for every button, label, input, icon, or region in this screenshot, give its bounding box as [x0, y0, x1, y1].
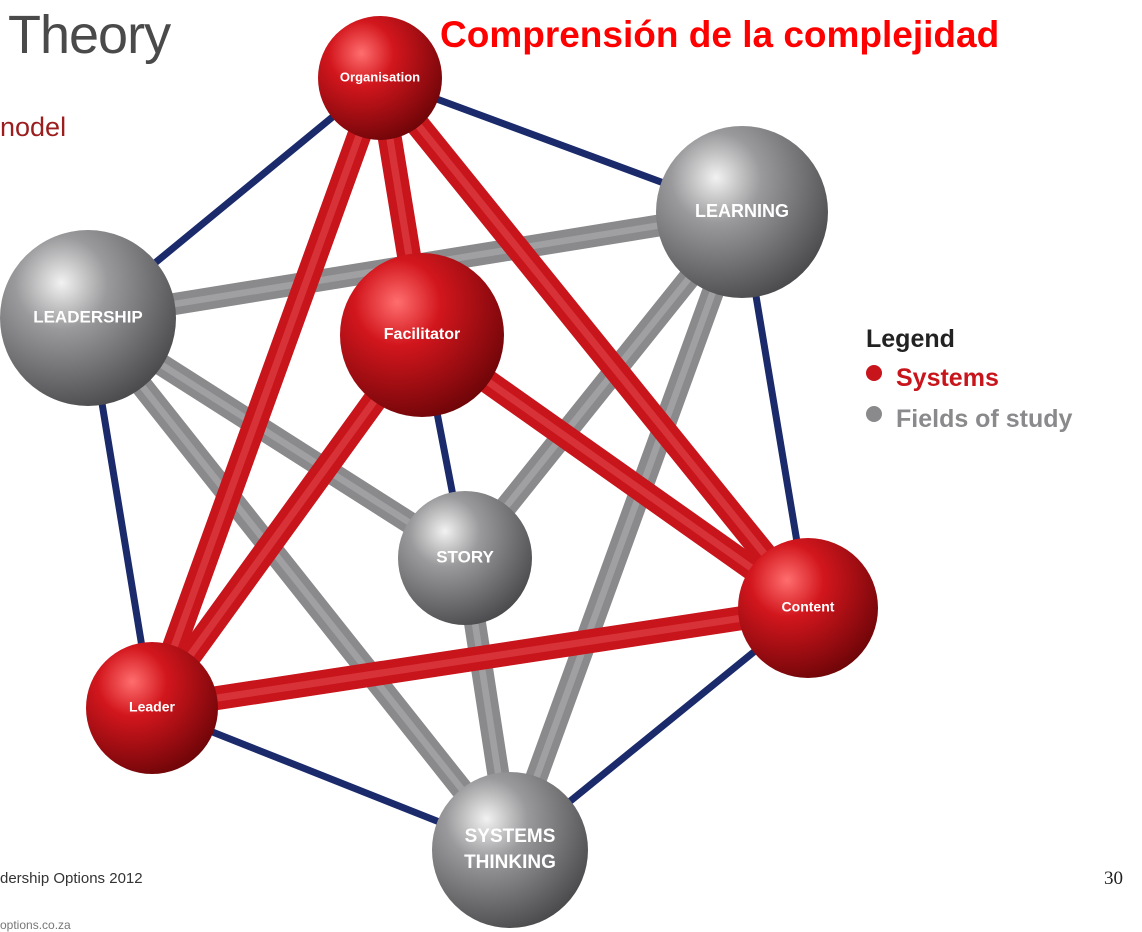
node-label: STORY: [436, 547, 494, 566]
node-leader: Leader: [86, 642, 218, 774]
legend-item-systems: Systems: [866, 364, 1072, 393]
field-sphere: [398, 491, 532, 625]
node-label: LEADERSHIP: [33, 307, 143, 326]
system-sphere: [738, 538, 878, 678]
node-label: SYSTEMS: [465, 826, 556, 847]
node-systems-thinking: SYSTEMS THINKING: [432, 772, 588, 928]
legend-item-fields-of-study: Fields of study: [866, 405, 1072, 434]
system-sphere: [318, 16, 442, 140]
system-sphere: [86, 642, 218, 774]
field-sphere: [0, 230, 176, 406]
slide-subtitle: nodel: [0, 112, 67, 142]
node-label: Facilitator: [384, 326, 460, 343]
node-facilitator: Facilitator: [340, 253, 504, 417]
field-sphere: [432, 772, 588, 928]
edge-highlight: [148, 604, 812, 712]
node-label: Content: [782, 599, 835, 615]
legend: Legend Systems Fields of study: [866, 325, 1072, 446]
legend-label-systems: Systems: [896, 364, 999, 392]
edge-highlight: [376, 74, 812, 612]
node-label: THINKING: [464, 852, 556, 873]
red-dot-icon: [866, 364, 882, 381]
node-content: Content: [738, 538, 878, 678]
edge-highlight: [84, 314, 514, 854]
edge-highlight: [506, 208, 746, 854]
system-sphere: [340, 253, 504, 417]
legend-label-fields-of-study: Fields of study: [896, 405, 1073, 433]
node-label: Leader: [129, 699, 175, 715]
slide-title: Theory: [8, 5, 171, 65]
gray-dot-icon: [866, 405, 882, 422]
node-label: LEARNING: [695, 201, 789, 221]
node-organisation: Organisation: [318, 16, 442, 140]
edge-highlight: [148, 74, 384, 712]
node-story: STORY: [398, 491, 532, 625]
node-leadership: LEADERSHIP: [0, 230, 176, 406]
footer-website: options.co.za: [0, 918, 71, 932]
overlay-title: Comprensión de la complejidad: [440, 14, 1000, 55]
field-sphere: [656, 126, 828, 298]
legend-title: Legend: [866, 325, 955, 353]
node-label: Organisation: [340, 69, 420, 84]
page-number: 30: [1104, 868, 1123, 889]
footer-copyright: dership Options 2012: [0, 870, 143, 887]
node-learning: LEARNING: [656, 126, 828, 298]
